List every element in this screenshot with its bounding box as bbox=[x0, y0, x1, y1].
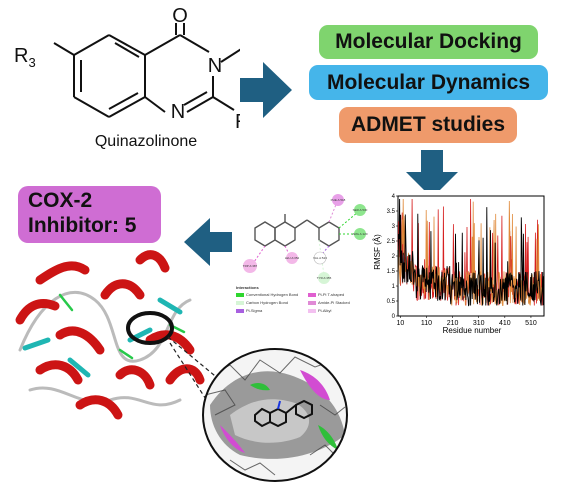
residue-bubbles bbox=[243, 194, 366, 284]
residue-label: LEU A:352 bbox=[285, 256, 300, 260]
legend-item: Amide-Pi Stacked bbox=[318, 300, 350, 305]
legend-item: Carbon Hydrogen Bond bbox=[246, 300, 288, 305]
nitrogen-atom-top: N bbox=[208, 55, 222, 77]
residue-label: TYR A:355 bbox=[317, 276, 332, 280]
x-tick-label: 210 bbox=[447, 320, 459, 327]
y-axis-label: RMSF (Å) bbox=[373, 234, 382, 270]
residue-label: PHE A:518 bbox=[331, 198, 346, 202]
r2-label: R2 bbox=[235, 111, 240, 136]
x-tick-label: 110 bbox=[421, 320, 432, 327]
result-line-1: COX-2 bbox=[28, 189, 93, 212]
y-tick-label: 1 bbox=[392, 284, 396, 290]
y-tick-label: 0.5 bbox=[387, 299, 396, 305]
admet-studies-step: ADMET studies bbox=[339, 107, 517, 143]
y-tick-label: 1.5 bbox=[387, 269, 396, 275]
interaction-diagram: TRP A:387 LEU A:352 VAL A:523 PHE A:518 … bbox=[232, 190, 372, 320]
molecular-dynamics-step: Molecular Dynamics bbox=[309, 65, 548, 100]
x-tick-label: 10 bbox=[396, 320, 404, 327]
residue-bubble bbox=[354, 204, 366, 216]
x-tick-label: 310 bbox=[473, 320, 485, 327]
y-tick-label: 2.5 bbox=[387, 239, 396, 245]
compound-name: Quinazolinone bbox=[95, 133, 197, 150]
r3-label: R3 bbox=[14, 45, 36, 70]
cox2-inhibitor-result: COX-2 Inhibitor: 5 bbox=[18, 186, 161, 243]
y-tick-label: 3.5 bbox=[387, 209, 396, 215]
oxygen-atom: O bbox=[172, 5, 188, 27]
rmsf-series-line bbox=[397, 198, 545, 307]
down-arrow-icon bbox=[406, 150, 458, 198]
residue-label: TRP A:387 bbox=[243, 264, 258, 268]
legend: Conventional Hydrogen Bond Pi-Pi T-shape… bbox=[236, 292, 350, 313]
x-axis-label: Residue number bbox=[443, 326, 502, 335]
legend-item: Pi-Alkyl bbox=[318, 308, 331, 313]
quinazolinone-structure: O N N R3 R1 R2 Quinazolinone bbox=[14, 5, 240, 150]
residue-label: VAL A:523 bbox=[313, 256, 327, 260]
y-tick-label: 3 bbox=[392, 224, 396, 230]
y-tick-label: 2 bbox=[392, 254, 396, 260]
result-line-2: Inhibitor: 5 bbox=[28, 214, 137, 237]
legend-item: Conventional Hydrogen Bond bbox=[246, 292, 298, 297]
nitrogen-atom-bottom: N bbox=[171, 101, 185, 123]
residue-bubble bbox=[286, 252, 298, 264]
right-arrow-icon bbox=[240, 62, 292, 118]
molecular-docking-step: Molecular Docking bbox=[319, 25, 538, 59]
x-tick-label: 410 bbox=[499, 320, 511, 327]
residue-bubble bbox=[332, 194, 344, 206]
legend-item: Pi-Sigma bbox=[246, 308, 263, 313]
y-tick-label: 0 bbox=[392, 314, 396, 320]
residue-bubble bbox=[243, 259, 257, 273]
residue-bubble bbox=[354, 228, 366, 240]
residue-bubble bbox=[318, 272, 330, 284]
legend-title: Interactions bbox=[236, 285, 259, 290]
y-tick-label: 4 bbox=[392, 194, 396, 200]
binding-site-circle bbox=[126, 311, 174, 345]
legend-item: Pi-Pi T-shaped bbox=[318, 292, 344, 297]
residue-bubble bbox=[313, 251, 327, 265]
binding-pocket-zoom bbox=[202, 348, 348, 482]
rmsf-plot: RMSF (Å) Residue number 0 0.5 1 1.5 2 2.5 3 3.5… bbox=[372, 190, 552, 338]
residue-label: ARG A:120 bbox=[352, 232, 367, 236]
residue-label: SER A:530 bbox=[353, 208, 368, 212]
x-tick-label: 510 bbox=[525, 320, 537, 327]
left-arrow-icon bbox=[184, 218, 232, 266]
